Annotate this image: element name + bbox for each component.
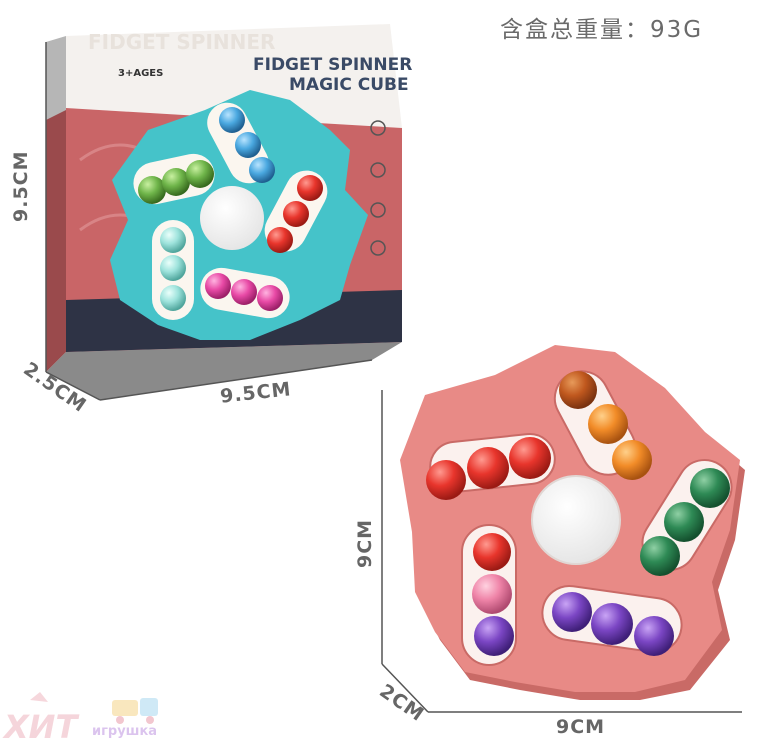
box-height-label: 9.5CM: [10, 150, 32, 222]
toy-height-label: 9CM: [354, 518, 376, 568]
watermark-doodle: [30, 692, 158, 724]
watermark-main: ХИТ: [4, 708, 78, 746]
watermark-sub: игрушка: [92, 724, 158, 739]
dimension-lines: [45, 42, 742, 713]
box-brand-top: FIDGET SPINNER: [88, 30, 276, 54]
box-title-line1: FIDGET SPINNER: [253, 55, 413, 75]
weight-label: 含盒总重量：93G: [500, 17, 704, 43]
box-ages-label: 3+AGES: [118, 68, 164, 79]
toy-width-label: 9CM: [556, 716, 606, 738]
gift-box: [46, 24, 402, 400]
box-title-line2: MAGIC CUBE: [289, 75, 409, 95]
pink-spinner-toy: [400, 345, 745, 700]
